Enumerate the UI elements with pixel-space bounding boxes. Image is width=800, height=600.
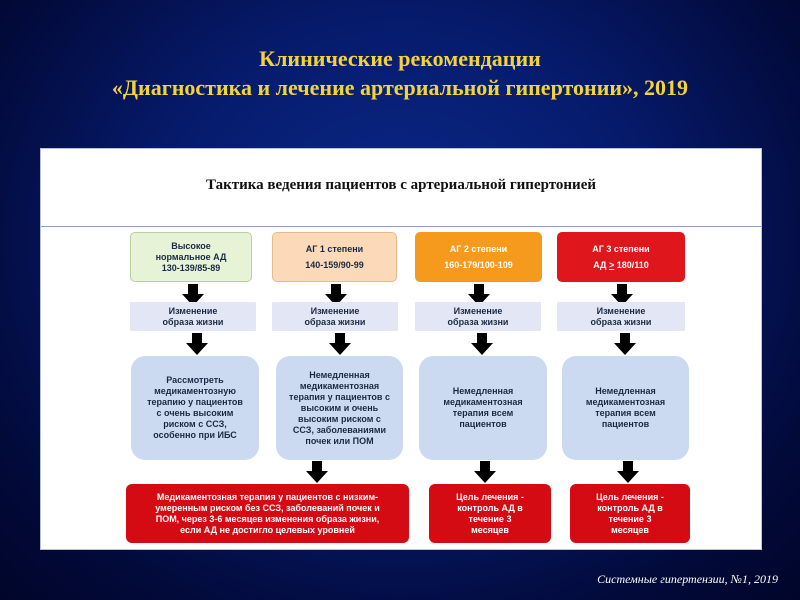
slide-title-line-1: Клинические рекомендации <box>259 46 541 71</box>
stage-ag3: АГ 3 степени АД > 180/110 <box>557 232 685 282</box>
outcome-line: умеренным риском без ССЗ, заболеваний по… <box>155 502 380 513</box>
therapy-line: почек или ПОМ <box>305 435 374 446</box>
stage-label: Высокое <box>171 240 211 251</box>
lifestyle-label: Изменение <box>453 305 503 316</box>
therapy-line: высоким и очень <box>300 402 379 413</box>
therapy-line: медикаментозная <box>585 397 666 407</box>
therapy-line: ССЗ, заболеваниями <box>292 424 387 435</box>
source-citation: Системные гипертензии, №1, 2019 <box>597 572 778 586</box>
down-arrow-icon <box>325 284 347 306</box>
outcome-line: если АД не достигло целевых уровней <box>180 524 355 535</box>
stage-range: 130-139/85-89 <box>161 262 221 273</box>
therapy-line: Немедленная <box>595 386 656 396</box>
down-arrow-icon <box>471 333 493 355</box>
therapy-line: медикаментозную <box>154 386 236 396</box>
down-arrow-icon <box>614 333 636 355</box>
therapy-line: терапия у пациентов с <box>289 391 390 402</box>
stage-label: АГ 2 степени <box>449 243 508 254</box>
stage-label: нормальное АД <box>155 251 227 262</box>
stage-ag2: АГ 2 степени 160-179/100-109 <box>415 232 542 282</box>
stage-label: АГ 3 степени <box>592 243 650 254</box>
therapy-box-ag1: Немедленная медикаментозная терапия у па… <box>276 356 403 460</box>
lifestyle-label: образа жизни <box>447 316 509 327</box>
therapy-line: медикаментозная <box>299 380 380 391</box>
outcome-line: месяцев <box>471 524 509 535</box>
outcome-line: ПОМ, через 3-6 месяцев изменения образа … <box>155 513 380 524</box>
down-arrow-icon <box>611 284 633 306</box>
therapy-line: риском с ССЗ, <box>163 419 227 429</box>
lifestyle-change-box: Изменение образа жизни <box>415 302 541 331</box>
therapy-line: пациентов <box>601 419 650 429</box>
therapy-line: медикаментозная <box>443 397 523 407</box>
slide-title-line-2: «Диагностика и лечение артериальной гипе… <box>111 75 689 100</box>
outcome-line: течение 3 <box>608 513 652 524</box>
lifestyle-label: образа жизни <box>590 316 652 327</box>
lifestyle-change-box: Изменение образа жизни <box>557 302 685 331</box>
stage-label: АГ 1 степени <box>305 243 364 254</box>
down-arrow-icon <box>186 333 208 355</box>
therapy-line: терапию у пациентов <box>147 397 243 407</box>
therapy-line: Рассмотреть <box>166 375 224 385</box>
lifestyle-change-box: Изменение образа жизни <box>272 302 398 331</box>
stage-high-normal: Высокое нормальное АД 130-139/85-89 <box>130 232 252 282</box>
panel-title: Тактика ведения пациентов с артериальной… <box>205 177 596 193</box>
down-arrow-icon <box>306 461 328 483</box>
stage-ag1: АГ 1 степени 140-159/90-99 <box>272 232 397 282</box>
therapy-line: с очень высоким <box>156 408 234 418</box>
therapy-line: особенно при ИБС <box>153 430 237 440</box>
outcome-box-ag3-goal: Цель лечения - контроль АД в течение 3 м… <box>570 484 690 543</box>
stage-range: АД > 180/110 <box>593 259 649 270</box>
therapy-line: терапия всем <box>452 408 514 418</box>
outcome-box-ag2-goal: Цель лечения - контроль АД в течение 3 м… <box>429 484 551 543</box>
outcome-line: контроль АД в <box>457 502 523 513</box>
down-arrow-icon <box>182 284 204 306</box>
down-arrow-icon <box>468 284 490 306</box>
stage-range: 140-159/90-99 <box>305 259 364 270</box>
content-panel: Тактика ведения пациентов с артериальной… <box>40 148 762 550</box>
therapy-box-ag2: Немедленная медикаментозная терапия всем… <box>419 356 547 460</box>
lifestyle-label: Изменение <box>168 305 218 316</box>
panel-header: Тактика ведения пациентов с артериальной… <box>41 149 761 227</box>
lifestyle-label: образа жизни <box>304 316 366 327</box>
outcome-line: контроль АД в <box>597 502 663 513</box>
outcome-line: месяцев <box>611 524 649 535</box>
therapy-line: терапия всем <box>595 408 656 418</box>
lifestyle-label: Изменение <box>596 305 646 316</box>
outcome-line: Цель лечения - <box>456 491 524 502</box>
slide-title: Клинические рекомендации «Диагностика и … <box>0 44 800 102</box>
outcome-line: Цель лечения - <box>596 491 664 502</box>
outcome-line: Медикаментозная терапия у пациентов с ни… <box>156 491 379 502</box>
lifestyle-label: образа жизни <box>162 316 224 327</box>
outcome-line: течение 3 <box>468 513 512 524</box>
therapy-box-high-normal: Рассмотреть медикаментозную терапию у па… <box>131 356 259 460</box>
down-arrow-icon <box>329 333 351 355</box>
lifestyle-label: Изменение <box>310 305 360 316</box>
therapy-box-ag3: Немедленная медикаментозная терапия всем… <box>562 356 689 460</box>
therapy-line: пациентов <box>459 419 507 429</box>
down-arrow-icon <box>474 461 496 483</box>
therapy-line: Немедленная <box>452 386 514 396</box>
outcome-box-delayed-therapy: Медикаментозная терапия у пациентов с ни… <box>126 484 409 543</box>
therapy-line: Немедленная <box>309 369 370 380</box>
therapy-line: высоким риском с <box>298 413 381 424</box>
stage-range: 160-179/100-109 <box>444 259 513 270</box>
down-arrow-icon <box>617 461 639 483</box>
lifestyle-change-box: Изменение образа жизни <box>130 302 256 331</box>
